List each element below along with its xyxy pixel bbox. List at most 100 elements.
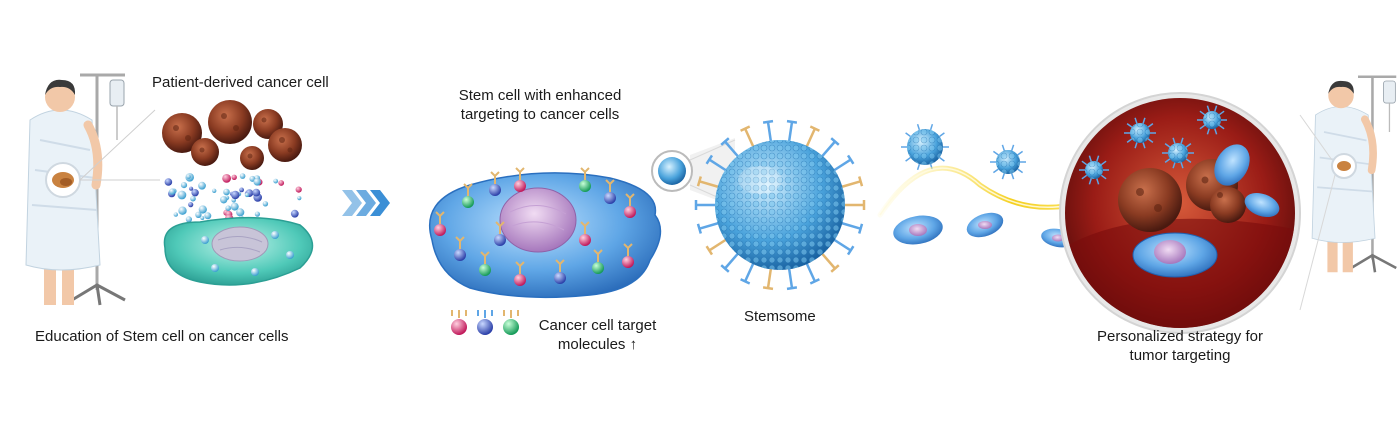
patient-left [26,75,125,305]
exosome-particle [231,174,237,180]
receptor-arms [555,259,565,266]
surface-ligand-tip [809,278,820,285]
surface-ligand [708,158,729,173]
surface-ligand-tip [720,264,730,273]
mini-stemsome-texture [1085,161,1103,179]
exosome-particle [191,189,199,197]
exosome-particle [212,188,217,193]
exosome-particle [204,212,212,220]
mini-ligand [916,123,921,131]
mini-ligand [1100,160,1107,166]
surface-ligand-tip [696,223,702,234]
receptor-arms [605,179,615,186]
flying-stemsomes [901,123,1026,180]
target-molecule-bead [454,249,466,261]
target-molecule-bead [622,256,634,268]
mini-ligand [1172,137,1176,144]
surface-ligand-tip [830,264,840,273]
exosome-particle [177,190,187,200]
mini-stemsome-texture [1168,143,1188,163]
receptor-arms [463,183,473,190]
surface-ligand [766,121,773,144]
mini-stemsome-texture [1130,123,1150,143]
flying-stem-cells [893,212,1075,248]
label-stem-cell-enhanced: Stem cell with enhanced targeting to can… [430,86,650,124]
mini-ligand [1088,178,1092,185]
target-molecule-bead [624,206,636,218]
surface-ligand-tip [740,125,751,132]
exosome-particle [230,202,239,211]
label-personalized-strategy: Personalized strategy for tumor targetin… [1075,327,1285,365]
mini-ligand [1017,150,1024,156]
receptor-arms [580,221,590,228]
target-molecule-bead [462,196,474,208]
surface-ligand [708,237,729,252]
mini-ligand [1164,158,1171,164]
mini-ligand [1088,155,1092,162]
surface-ligand-tip [858,223,864,234]
exosome-particle [239,187,245,193]
mini-ligand [905,132,911,138]
exosome-particle [297,196,302,201]
mini-ligand [939,156,945,162]
target-molecule-legend [451,310,519,335]
surface-ligand-tip [720,137,730,146]
mini-ligand [1081,174,1088,180]
target-molecule-bead [434,224,446,236]
target-molecule-bead [604,192,616,204]
surface-ligand-tip [830,137,840,146]
zoom-projection-lines [79,109,160,181]
mini-ligand [929,123,934,131]
mini-ligand [1172,162,1176,169]
surface-ligand [743,128,756,150]
surface-ligand-tip [846,245,855,256]
receptor-arms [490,171,500,178]
exosome-particle [169,188,176,195]
mini-ligand [992,150,999,156]
exosome-particle [195,211,202,218]
exosome-particle [236,208,245,217]
target-molecule-bead [514,180,526,192]
tumor-zoom-circle [1059,92,1301,334]
exosome-particle [173,212,178,217]
target-molecule-bead [579,180,591,192]
receptor-arms [435,211,445,218]
surface-ligand-tip [809,125,820,132]
target-molecule-bead [494,234,506,246]
surface-ligand [766,266,773,289]
surface-ligand [699,221,721,230]
mini-ligand [1206,128,1210,135]
exosome-particle [239,173,246,179]
surface-ligand-tip [762,119,774,124]
mini-ligand [1001,144,1006,151]
receptor-arms [580,167,590,174]
mini-ligand [939,132,945,138]
mini-ligand [905,156,911,162]
mini-ligand [1185,158,1192,164]
mini-ligand [1010,173,1015,180]
label-target-molecules: Cancer cell target molecules ↑ [525,316,670,354]
exosome-particle [188,202,194,208]
surface-ligand [819,251,836,270]
receptor-arms [455,236,465,243]
mini-ligand [1134,142,1138,149]
exosome-particle [198,181,206,190]
surface-ligand [724,140,741,159]
surface-ligand-tip [705,154,714,165]
target-molecule-bead [489,184,501,196]
exosome-particle [220,196,228,204]
label-personalized-strategy-line1: Personalized strategy for [1097,328,1263,345]
mini-ligand [1081,160,1088,166]
surface-ligand-tip [846,154,855,165]
mini-stemsome-texture [996,150,1020,174]
surface-ligand [831,158,852,173]
mini-ligand [1180,137,1184,144]
label-personalized-strategy-line2: tumor targeting [1129,347,1231,364]
patient-right [1299,77,1396,311]
mini-ligand [916,163,921,171]
label-stem-cell-enhanced-line1: Stem cell with enhanced [458,87,622,104]
label-stemsome: Stemsome [744,308,816,325]
label-target-molecules-line1: Cancer cell target [538,317,657,334]
mini-ligand [1206,105,1210,112]
